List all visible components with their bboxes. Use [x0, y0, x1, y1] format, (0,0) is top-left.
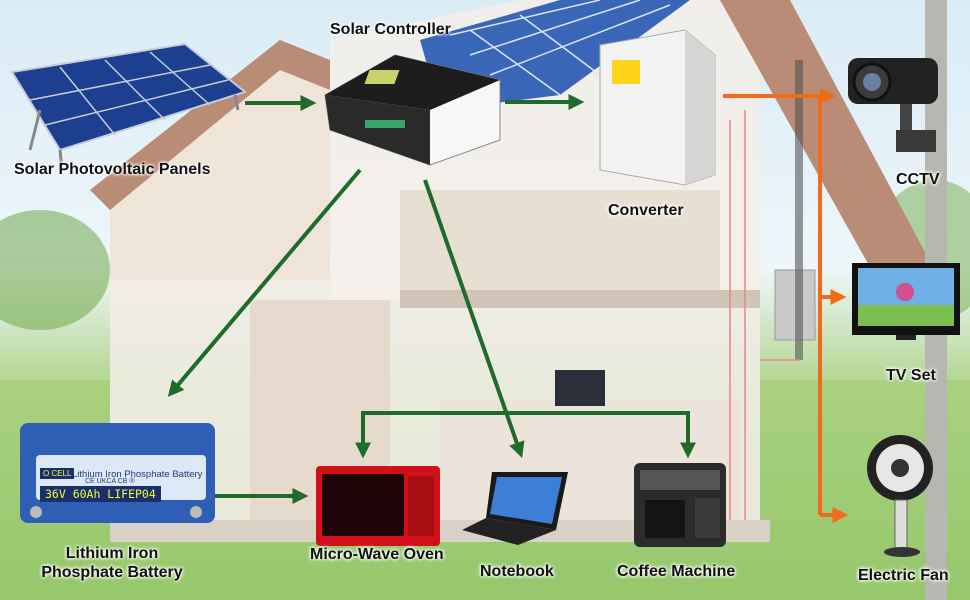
label-cctv: CCTV — [896, 171, 940, 188]
ac-flow-arrows — [723, 88, 849, 523]
charge-controller-icon — [324, 54, 501, 166]
label-notebook: Notebook — [480, 563, 554, 580]
inverter-icon — [599, 29, 716, 186]
label-coffee-machine: Coffee Machine — [617, 563, 736, 580]
dc-flow-arrows — [167, 94, 696, 504]
battery-label-title: Lithium Iron Phosphate Battery — [72, 469, 203, 480]
label-solar-controller: Solar Controller — [330, 21, 451, 38]
fan-icon — [867, 435, 933, 557]
label-solar-panels: Solar Photovoltaic Panels — [14, 161, 211, 178]
battery-certification-marks: CE UKCA CB ® — [85, 478, 135, 485]
label-battery: Lithium Iron Phosphate Battery — [41, 545, 183, 581]
laptop-icon — [462, 472, 568, 545]
house-wiring — [729, 110, 800, 520]
label-microwave: Micro-Wave Oven — [310, 546, 444, 563]
microwave-icon — [316, 466, 440, 546]
coffee-machine-icon — [634, 463, 726, 547]
solar-panel-icon — [10, 42, 248, 171]
battery-brand: O CELL — [40, 468, 75, 479]
battery-spec: 36V 60Ah LIFEP04 — [40, 486, 161, 502]
security-camera-icon — [848, 58, 938, 152]
label-converter: Converter — [608, 202, 684, 219]
label-tv-set: TV Set — [886, 367, 936, 384]
television-icon — [852, 263, 960, 340]
arrow-controller-to-notebook — [423, 179, 525, 459]
label-electric-fan: Electric Fan — [858, 567, 949, 584]
arrow-controller-to-battery — [167, 168, 362, 397]
